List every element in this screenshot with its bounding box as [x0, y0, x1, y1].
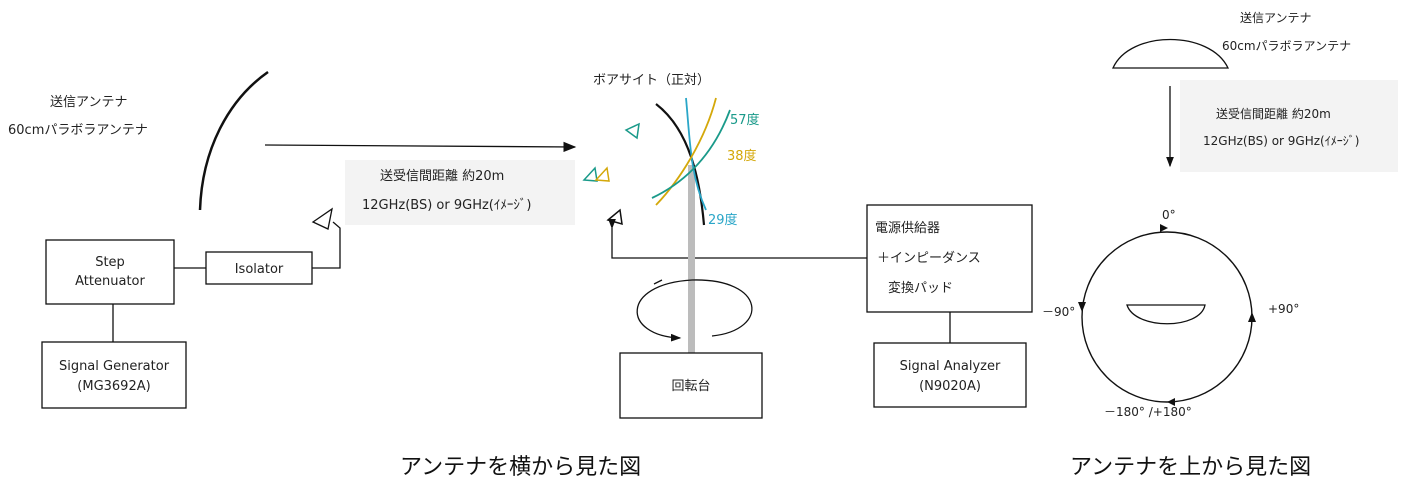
tx-parabolic-dish	[198, 70, 269, 211]
power-supply-line-3: 変換パッド	[888, 280, 953, 296]
angle-0-label: 0°	[1162, 208, 1176, 222]
isolator-label: Isolator	[235, 262, 284, 277]
signal-analyzer-line-1: Signal Analyzer	[900, 359, 1001, 374]
power-supply-line-1: 電源供給器	[875, 221, 940, 236]
tx-antenna-label: 送信アンテナ	[50, 95, 127, 110]
tx-antenna-model: 60cmパラボラアンテナ	[8, 123, 148, 138]
turntable-label: 回転台	[671, 379, 710, 394]
rx-triangle-57deg	[624, 122, 640, 140]
turntable-box	[619, 352, 763, 419]
turntable-pole	[688, 165, 695, 353]
top-tx-antenna-label: 送信アンテナ	[1240, 10, 1312, 25]
step-attenuator-box	[45, 239, 175, 305]
angle-180-label: －180° /+180°	[1104, 405, 1192, 419]
circle-arrow-top	[1160, 224, 1168, 232]
rx-triangle-38deg-b	[594, 166, 610, 182]
signal-generator-line-2: (MG3692A)	[77, 379, 150, 394]
side-view: 送信アンテナ 60cmパラボラアンテナ 送受信間距離 約20m 12GHz(BS…	[8, 70, 1033, 480]
distance-line-2: 12GHz(BS) or 9GHz(ｲﾒｰｼﾞ)	[362, 198, 531, 213]
angle-minus90-label: －90°	[1042, 305, 1075, 319]
signal-analyzer-box	[873, 342, 1027, 408]
signal-generator-line-1: Signal Generator	[59, 359, 170, 374]
rx-dish-38deg	[655, 97, 717, 206]
angle-plus90-label: +90°	[1268, 302, 1299, 316]
angle-57-label: 57度	[730, 112, 760, 128]
top-tx-antenna-model: 60cmパラボラアンテナ	[1222, 39, 1351, 53]
boresight-label: ボアサイト（正対）	[593, 73, 710, 88]
rx-triangle-29deg	[606, 208, 623, 226]
top-distance-label-box	[1180, 80, 1398, 172]
step-attenuator-line-2: Attenuator	[75, 274, 145, 289]
circle-arrow-left	[1078, 302, 1086, 312]
rx-triangle-38deg-a	[582, 166, 598, 182]
top-view: 送信アンテナ 60cmパラボラアンテナ 送受信間距離 約20m 12GHz(BS…	[1042, 10, 1398, 480]
signal-generator-box	[41, 341, 187, 409]
side-view-caption: アンテナを横から見た図	[400, 455, 641, 480]
rx-to-power-supply-wire	[608, 218, 867, 259]
top-rx-dish	[1126, 304, 1206, 325]
top-distance-line-1: 送受信間距離 約20m	[1216, 106, 1331, 121]
angle-38-label: 38度	[727, 148, 757, 164]
circle-arrow-right	[1248, 312, 1256, 322]
power-supply-line-2: ＋インピーダンス	[877, 251, 981, 266]
propagation-arrow	[264, 141, 577, 153]
top-distance-line-2: 12GHz(BS) or 9GHz(ｲﾒｰｼﾞ)	[1203, 134, 1359, 148]
top-view-caption: アンテナを上から見た図	[1070, 455, 1311, 480]
rotation-arrow-tail	[653, 279, 663, 285]
rotation-arrow	[636, 279, 753, 342]
rx-dish-57deg	[651, 109, 731, 199]
signal-analyzer-line-2: (N9020A)	[919, 379, 981, 394]
step-attenuator-line-1: Step	[95, 255, 125, 270]
isolator-to-probe-wire	[312, 221, 341, 269]
distance-line-1: 送受信間距離 約20m	[380, 169, 504, 184]
circle-arrow-bottom	[1167, 398, 1175, 406]
distance-label-box	[345, 160, 575, 225]
isolator-box	[205, 251, 313, 285]
top-tx-dish	[1111, 39, 1230, 69]
angle-29-label: 29度	[708, 212, 738, 228]
tx-feed-probe	[311, 207, 333, 230]
